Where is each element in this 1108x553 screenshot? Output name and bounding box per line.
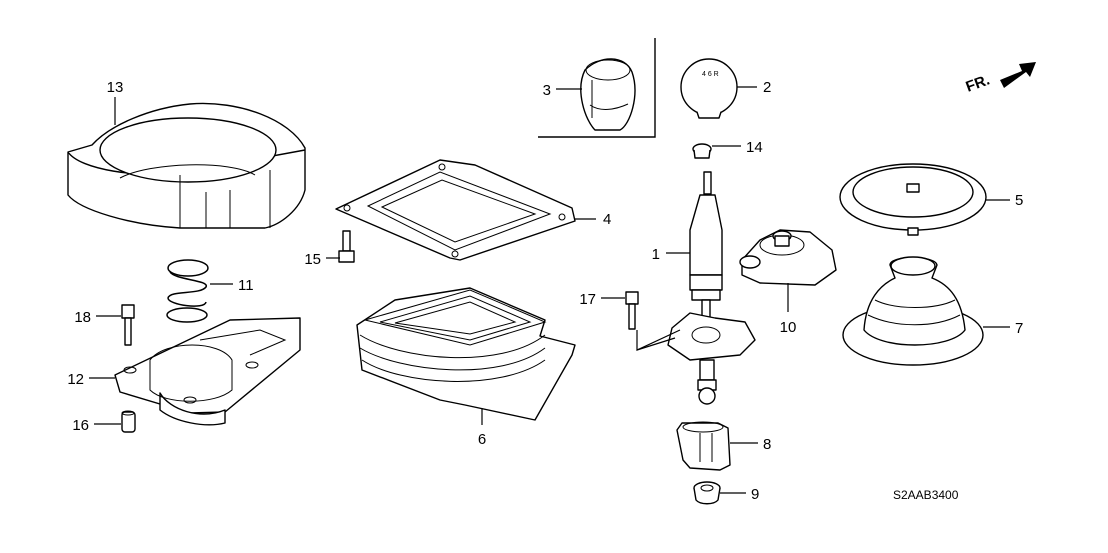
part-10-seat bbox=[739, 229, 837, 286]
callout-8: 8 bbox=[763, 436, 771, 453]
callout-9: 9 bbox=[751, 486, 759, 503]
arrow-icon bbox=[1000, 62, 1036, 88]
callout-13: 13 bbox=[107, 79, 124, 96]
callout-18: 18 bbox=[74, 309, 91, 326]
part-16-collar bbox=[121, 410, 136, 433]
fr-label: FR. bbox=[964, 72, 993, 96]
callout-12: 12 bbox=[67, 371, 84, 388]
callout-16: 16 bbox=[72, 417, 89, 434]
part-11-spring bbox=[166, 259, 209, 323]
svg-text:4 6 R: 4 6 R bbox=[702, 71, 719, 78]
callout-3: 3 bbox=[543, 82, 551, 99]
inset-frame bbox=[538, 38, 656, 138]
part-15-bolt bbox=[338, 230, 355, 263]
callout-14: 14 bbox=[746, 139, 763, 156]
callout-4: 4 bbox=[603, 211, 611, 228]
callout-6: 6 bbox=[478, 431, 486, 448]
part-1-lever bbox=[667, 171, 756, 405]
part-17-bolt bbox=[625, 291, 681, 351]
part-7-boot bbox=[842, 256, 984, 366]
front-direction-arrow: FR. bbox=[964, 62, 1036, 96]
part-9-bushing bbox=[693, 481, 721, 505]
callout-11: 11 bbox=[238, 277, 254, 294]
part-3-knob bbox=[580, 58, 636, 131]
callout-5: 5 bbox=[1015, 192, 1023, 209]
callout-2: 2 bbox=[763, 79, 771, 96]
part-18-bolt bbox=[121, 304, 135, 346]
part-6-boot bbox=[356, 287, 576, 421]
callout-10: 10 bbox=[780, 319, 797, 336]
part-13-pad bbox=[67, 102, 306, 229]
part-2-knob: 4 6 R bbox=[680, 58, 738, 119]
part-5-ring bbox=[839, 163, 987, 236]
part-14-nut bbox=[692, 143, 712, 159]
diagram-code: S2AAB3400 bbox=[893, 488, 959, 502]
callout-1: 1 bbox=[652, 246, 660, 263]
leader-lines bbox=[89, 86, 1010, 494]
part-12-housing bbox=[114, 317, 301, 426]
callout-17: 17 bbox=[579, 291, 596, 308]
part-4-plate bbox=[335, 159, 576, 261]
part-8-holder bbox=[676, 421, 731, 471]
callout-15: 15 bbox=[304, 251, 321, 268]
callout-7: 7 bbox=[1015, 320, 1023, 337]
